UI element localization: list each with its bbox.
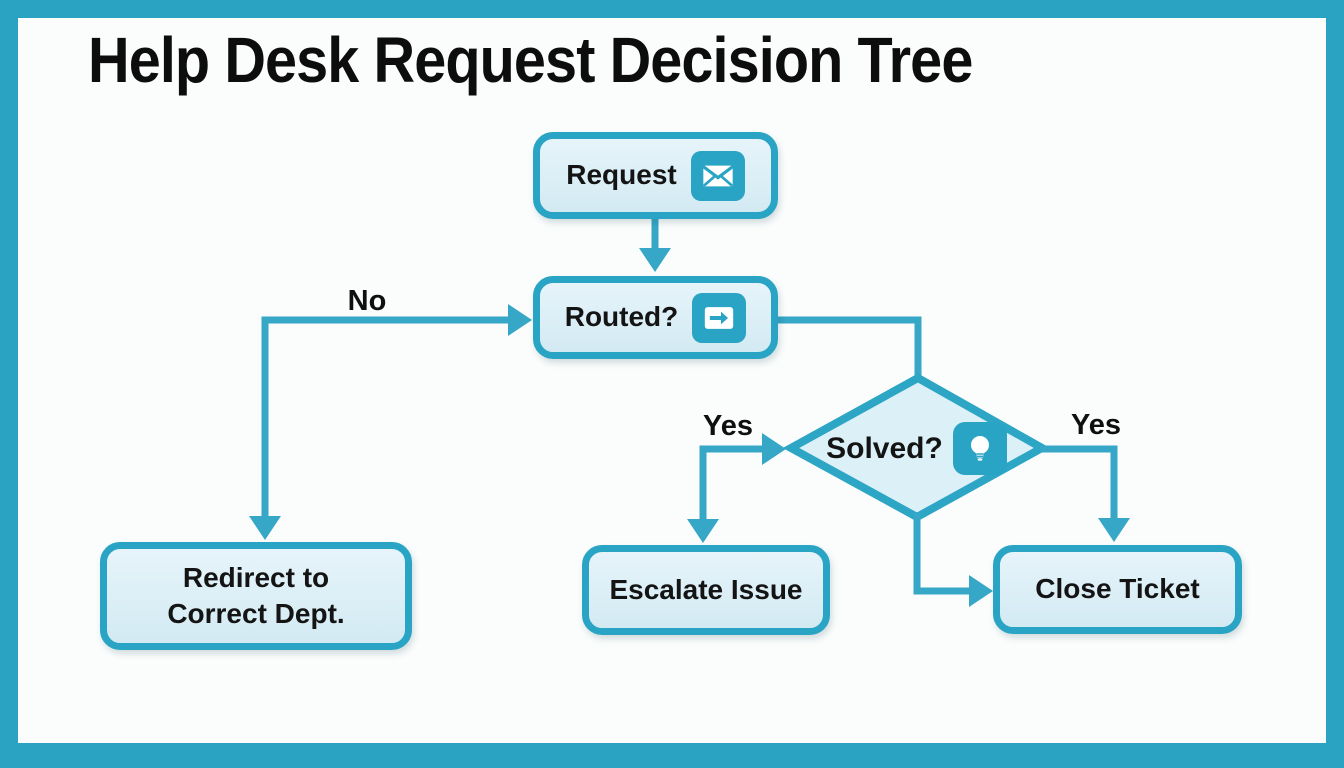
edge-label-yes-left: Yes [703,410,753,442]
edge-yes-left [699,445,764,521]
arrowhead-down-escalate [687,519,719,543]
edge-label-yes-right: Yes [1071,409,1121,441]
edge-label-no: No [347,285,387,317]
node-request-label: Request [566,159,677,191]
envelope-icon [690,150,745,201]
arrowhead-down-close [1098,518,1130,542]
node-request: Request [533,132,778,219]
node-routed-label: Routed? [564,301,679,333]
node-close-ticket: Close Ticket [993,545,1242,634]
arrowhead-right-close [969,575,993,607]
node-routed: Routed? [533,276,778,359]
node-solved: Solved? [791,380,1042,517]
node-solved-label: Solved? [826,431,943,465]
node-redirect-to-correct-dept: Redirect to Correct Dept. [100,542,412,650]
arrowhead-right-solved [762,433,786,465]
arrowhead-down-routed [639,248,671,272]
node-escalate-issue: Escalate Issue [582,545,830,635]
lightbulb-icon [952,422,1007,475]
forward-arrow-icon [692,292,747,343]
page-title: Help Desk Request Decision Tree [88,24,973,96]
edge-yes-right [1040,445,1118,520]
edge-routed-solved [778,316,922,382]
edge-no-elbow [261,316,510,518]
arrowhead-down-redirect [249,516,281,540]
node-close-label: Close Ticket [1035,573,1200,605]
arrowhead-right-routed [508,304,532,336]
node-redirect-label: Redirect to Correct Dept. [167,561,345,629]
edge-solved-close [913,512,971,595]
node-escalate-label: Escalate Issue [609,573,803,605]
